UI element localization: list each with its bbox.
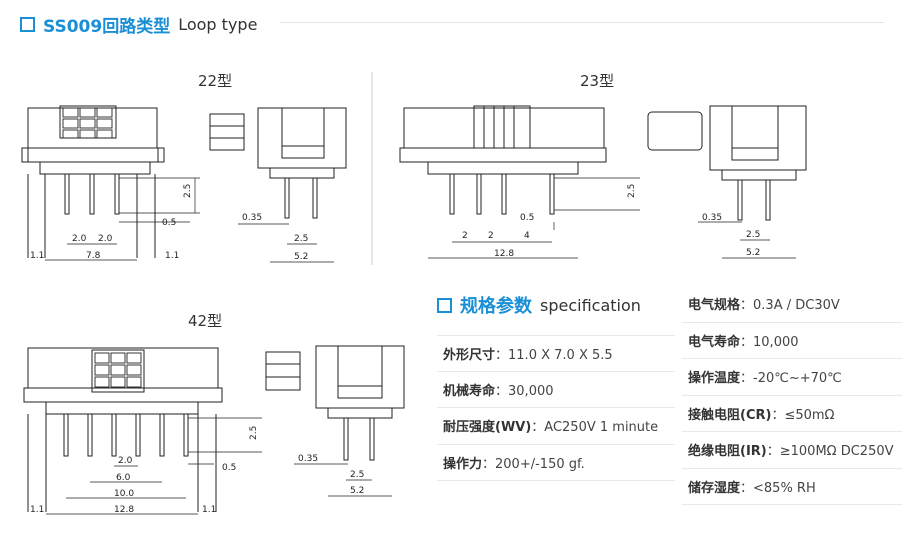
drawing-42-side bbox=[265, 345, 405, 497]
spec-value: ：10,000 bbox=[740, 334, 799, 350]
dim-42-1-1-left: 1.1 bbox=[30, 505, 44, 515]
spec-title-en: specification bbox=[540, 295, 641, 315]
spec-table-left: 外形尺寸 ：11.0 X 7.0 X 5.5 机械寿命 ：30,000 耐压强度… bbox=[437, 335, 675, 481]
section-title: SS009回路类型 bbox=[43, 16, 171, 37]
drawing-42-front bbox=[23, 347, 262, 515]
dim-23-0-35: 0.35 bbox=[702, 213, 722, 223]
spec-value: ：11.0 X 7.0 X 5.5 bbox=[495, 347, 613, 363]
dim-23-2-5: 2.5 bbox=[627, 184, 637, 198]
dim-22-7-8: 7.8 bbox=[86, 251, 101, 261]
spec-row: 耐压强度(WV) ：AC250V 1 minute bbox=[437, 408, 675, 445]
type-42-label: 42型 bbox=[188, 312, 222, 330]
spec-label: 操作力 bbox=[443, 456, 483, 472]
spec-value: ：200+/-150 gf. bbox=[482, 456, 585, 472]
spec-row: 机械寿命 ：30,000 bbox=[437, 372, 675, 408]
dim-23-0-5: 0.5 bbox=[520, 213, 534, 223]
spec-value: ：0.3A / DC30V bbox=[740, 298, 840, 314]
spec-value: ：-20℃~+70℃ bbox=[740, 371, 842, 387]
section-header: SS009回路类型 Loop type bbox=[20, 12, 258, 37]
drawing-23-front bbox=[399, 105, 640, 259]
dim-22-side-2-5: 2.5 bbox=[294, 234, 308, 244]
spec-title: 规格参数 bbox=[460, 296, 532, 317]
dim-42-5-2: 5.2 bbox=[350, 486, 364, 496]
spec-label: 外形尺寸 bbox=[443, 347, 496, 363]
spec-label: 接触电阻(CR) bbox=[688, 407, 772, 423]
dim-22-1-1-left: 1.1 bbox=[30, 251, 44, 261]
spec-row: 电气寿命 ：10,000 bbox=[682, 323, 902, 359]
dim-42-2-5: 2.5 bbox=[249, 426, 259, 440]
spec-table-right: 电气规格 ：0.3A / DC30V 电气寿命 ：10,000 操作温度 ：-2… bbox=[682, 286, 902, 505]
spec-row: 储存湿度 ：<85% RH bbox=[682, 469, 902, 505]
spec-label: 电气寿命 bbox=[688, 334, 741, 350]
spec-label: 电气规格 bbox=[688, 298, 741, 314]
type-22-label: 22型 bbox=[198, 72, 232, 90]
dim-23-4: 4 bbox=[524, 231, 530, 241]
checkbox-square-icon bbox=[20, 16, 35, 32]
spec-value: ：<85% RH bbox=[740, 480, 816, 496]
spec-header: 规格参数 specification bbox=[437, 292, 641, 318]
spec-row: 绝缘电阻(IR) ：≥100MΩ DC250V bbox=[682, 432, 902, 469]
spec-row: 接触电阻(CR) ：≤50mΩ bbox=[682, 396, 902, 432]
dim-22-5-2: 5.2 bbox=[294, 252, 308, 262]
dim-23-5-2: 5.2 bbox=[746, 248, 760, 258]
dim-22-2-0-b: 2.0 bbox=[98, 234, 113, 244]
dim-42-0-5: 0.5 bbox=[222, 463, 236, 473]
dim-22-2-5: 2.5 bbox=[183, 184, 193, 198]
spec-value: ：≥100MΩ DC250V bbox=[766, 444, 894, 460]
dim-42-1-1-right: 1.1 bbox=[202, 505, 216, 515]
dim-42-6-0: 6.0 bbox=[116, 473, 131, 483]
spec-row: 操作力 ：200+/-150 gf. bbox=[437, 445, 675, 481]
spec-label: 操作温度 bbox=[688, 371, 741, 387]
dim-22-0-35: 0.35 bbox=[242, 213, 262, 223]
type-23-label: 23型 bbox=[580, 72, 614, 90]
dim-23-2-a: 2 bbox=[462, 231, 468, 241]
spec-value: ：≤50mΩ bbox=[771, 407, 835, 423]
spec-value: ：30,000 bbox=[495, 383, 554, 399]
dim-22-2-0-a: 2.0 bbox=[72, 234, 87, 244]
dim-42-0-35: 0.35 bbox=[298, 454, 318, 464]
spec-label: 储存湿度 bbox=[688, 480, 741, 496]
checkbox-square-icon bbox=[437, 297, 452, 313]
spec-row: 电气规格 ：0.3A / DC30V bbox=[682, 286, 902, 323]
section-title-en: Loop type bbox=[178, 14, 258, 34]
dim-23-side-2-5: 2.5 bbox=[746, 230, 760, 240]
spec-label: 耐压强度(WV) bbox=[443, 420, 532, 436]
dim-23-2-b: 2 bbox=[488, 231, 494, 241]
dim-42-side-2-5: 2.5 bbox=[350, 470, 364, 480]
spec-row: 外形尺寸 ：11.0 X 7.0 X 5.5 bbox=[437, 335, 675, 372]
spec-label: 机械寿命 bbox=[443, 383, 496, 399]
drawing-22-front bbox=[21, 105, 200, 261]
dim-42-2-0: 2.0 bbox=[118, 456, 133, 466]
drawing-22-side bbox=[209, 107, 347, 263]
dim-23-12-8: 12.8 bbox=[494, 249, 514, 259]
dim-22-1-1-right: 1.1 bbox=[165, 251, 179, 261]
drawing-23-side bbox=[647, 105, 807, 259]
dim-42-12-8: 12.8 bbox=[114, 505, 134, 515]
dim-42-10-0: 10.0 bbox=[114, 489, 134, 499]
header-divider bbox=[280, 22, 884, 23]
spec-value: ：AC250V 1 minute bbox=[531, 420, 659, 436]
spec-label: 绝缘电阻(IR) bbox=[688, 444, 767, 460]
dim-22-0-5: 0.5 bbox=[162, 218, 176, 228]
spec-row: 操作温度 ：-20℃~+70℃ bbox=[682, 359, 902, 396]
